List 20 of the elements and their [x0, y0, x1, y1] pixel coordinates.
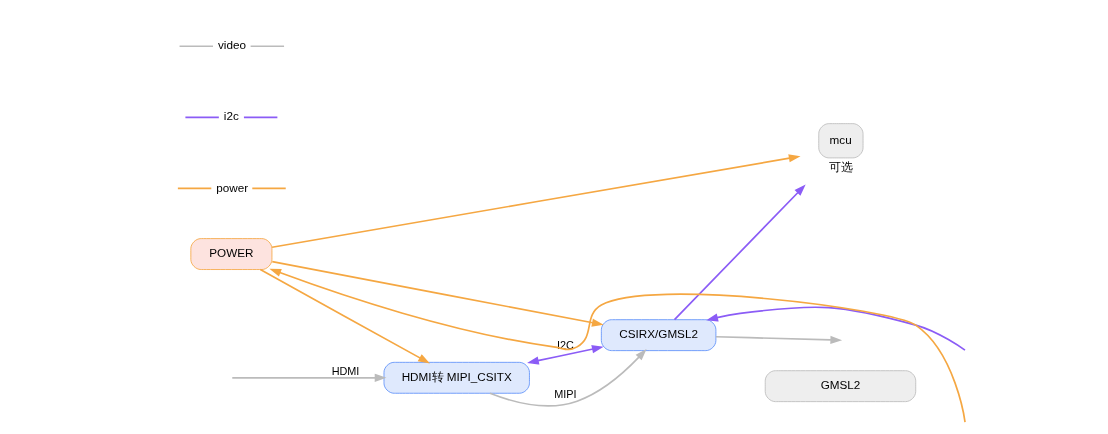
legend-label: power [216, 180, 249, 194]
arrow [715, 335, 843, 344]
arrow [673, 184, 806, 321]
edge-label: HDMI [331, 364, 360, 377]
legend-label: video [218, 38, 246, 52]
node-box: CSIRX/GMSL2 [600, 319, 717, 352]
node-box: POWER [190, 238, 273, 270]
edge-label: MIPI [554, 388, 577, 401]
node-box: HDMI转 MIPI_CSITX [383, 361, 530, 394]
arrow [271, 154, 801, 249]
arrow [271, 260, 604, 327]
arrow [489, 348, 647, 407]
arrow [269, 268, 966, 423]
node-label: 可选 [828, 159, 853, 173]
arrow [706, 306, 966, 351]
arrow [259, 268, 430, 364]
node-box: GMSL2 [764, 370, 917, 403]
arrow [527, 345, 604, 365]
legend-label: i2c [223, 109, 239, 123]
arrow [231, 373, 387, 382]
